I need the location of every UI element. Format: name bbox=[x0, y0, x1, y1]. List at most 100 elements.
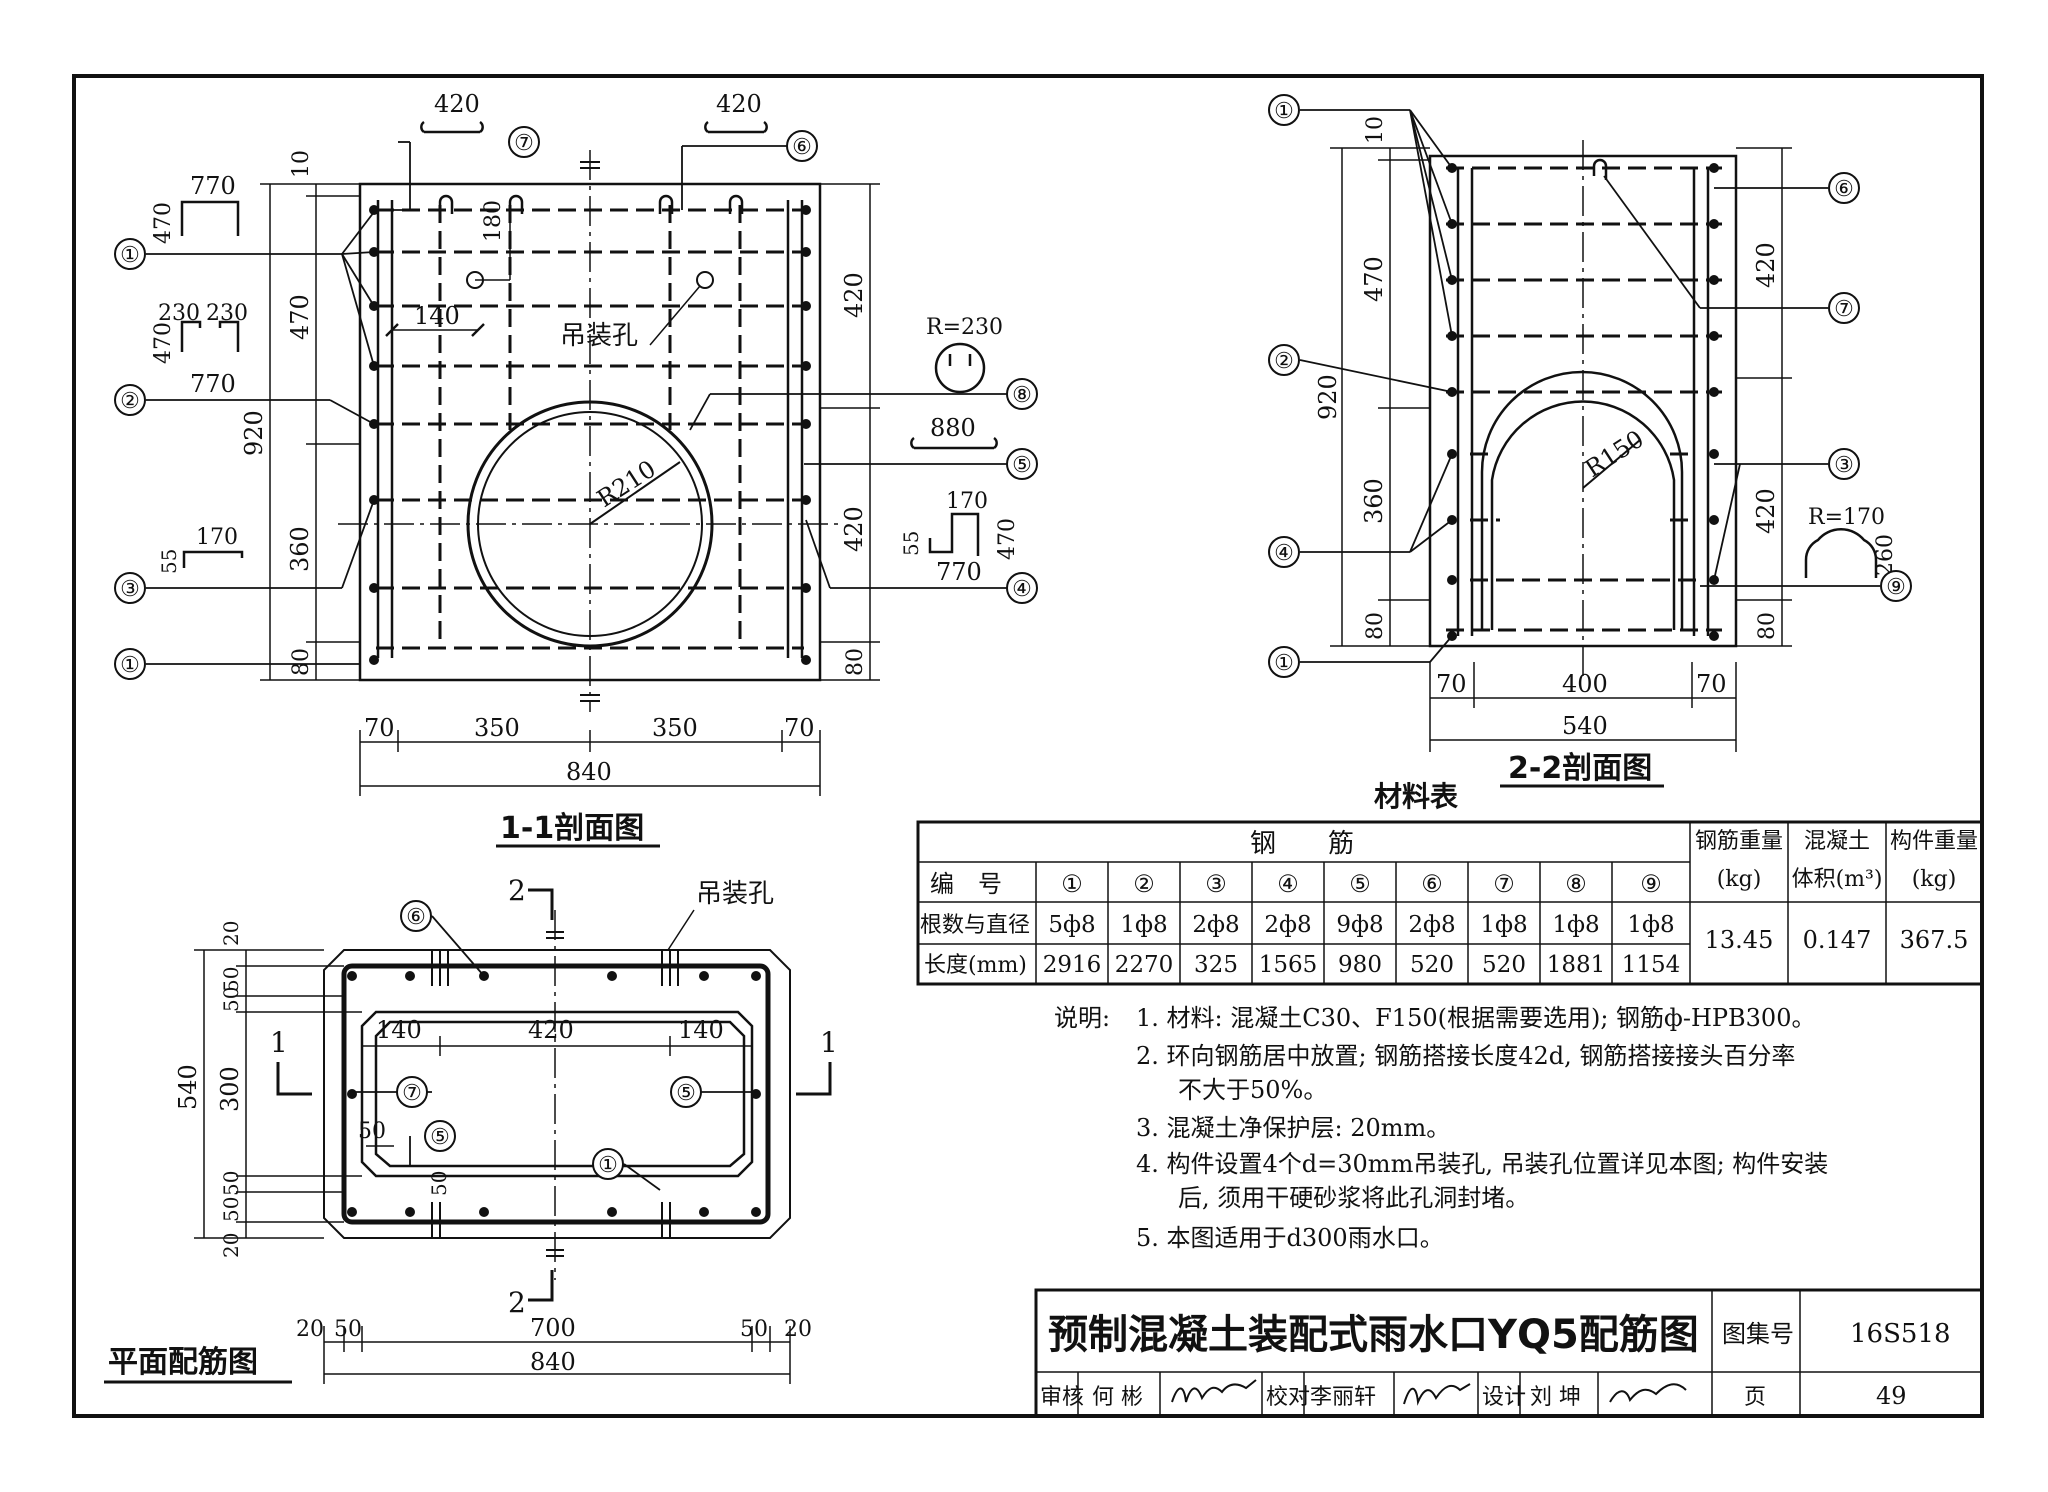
svg-text:②: ② bbox=[1274, 349, 1294, 374]
bar4-height: 55 bbox=[899, 531, 923, 556]
svg-text:9ф8: 9ф8 bbox=[1336, 912, 1383, 938]
bar3-height: 55 bbox=[157, 549, 181, 574]
dim-70-right: 70 bbox=[784, 714, 815, 742]
rebar-dots-1-1 bbox=[369, 205, 811, 665]
materials-title: 材料表 bbox=[1374, 780, 1458, 813]
hoist-hole bbox=[696, 271, 714, 289]
plan-dim-700: 700 bbox=[530, 1314, 576, 1342]
designer-signature bbox=[1609, 1383, 1687, 1403]
plan-dim-20-bot: 20 bbox=[219, 1233, 243, 1258]
bar9-radius: R=170 bbox=[1808, 505, 1885, 530]
member-weight-header: 构件重量 bbox=[1890, 829, 1978, 854]
svg-text:⑦: ⑦ bbox=[402, 1081, 422, 1106]
plan-dim-50-bot-a: 50 bbox=[219, 1171, 243, 1196]
note-line: 1. 材料: 混凝土C30、F150(根据需要选用); 钢筋ф-HPB300。 bbox=[1136, 1004, 1815, 1032]
plan-outline bbox=[323, 949, 791, 1239]
callout-bubble: ① bbox=[1268, 94, 1300, 126]
callout-bubble: ① bbox=[114, 648, 146, 680]
svg-text:①: ① bbox=[1274, 651, 1294, 676]
dim-400-s2: 400 bbox=[1562, 670, 1608, 698]
svg-text:⑥: ⑥ bbox=[1834, 177, 1854, 202]
hoist-label-1-1: 吊装孔 bbox=[560, 321, 638, 351]
plan-dim-50-bot-b: 50 bbox=[219, 1197, 243, 1222]
checker-name: 李丽轩 bbox=[1310, 1385, 1376, 1410]
bar4-a: 170 bbox=[946, 489, 988, 514]
callout-bubble: ⑤ bbox=[1006, 448, 1038, 480]
plan-dim-50-right: 50 bbox=[740, 1317, 768, 1342]
svg-text:2ф8: 2ф8 bbox=[1192, 912, 1239, 938]
bar4-width: 770 bbox=[936, 558, 982, 586]
dim-420-s2-lower: 420 bbox=[1752, 488, 1780, 534]
plan-dim-20-top: 20 bbox=[219, 921, 243, 946]
atlas-number: 16S518 bbox=[1850, 1319, 1951, 1349]
svg-text:①: ① bbox=[598, 1153, 618, 1178]
callout-bubble: ① bbox=[114, 238, 146, 270]
row-label-length: 长度(mm) bbox=[924, 953, 1027, 978]
svg-text:980: 980 bbox=[1338, 952, 1382, 978]
svg-text:⑨: ⑨ bbox=[1886, 575, 1906, 600]
dim-70-left: 70 bbox=[364, 714, 395, 742]
plan-dim-20-left: 20 bbox=[296, 1317, 324, 1342]
callout-bubble: ① bbox=[1268, 646, 1300, 678]
dim-80: 80 bbox=[289, 648, 314, 676]
plan-dim-140-left: 140 bbox=[376, 1016, 422, 1044]
svg-text:2ф8: 2ф8 bbox=[1408, 912, 1455, 938]
bar4-b: 470 bbox=[995, 518, 1020, 560]
svg-text:⑥: ⑥ bbox=[1421, 870, 1443, 898]
svg-text:2916: 2916 bbox=[1043, 952, 1102, 978]
note-line: 不大于50%。 bbox=[1178, 1076, 1327, 1104]
bar7-length: 420 bbox=[434, 90, 480, 118]
callouts-2-2: ① ② ④ ① ⑥ ⑦ ③ ⑨ bbox=[1268, 94, 1912, 678]
svg-text:⑦: ⑦ bbox=[1493, 870, 1515, 898]
callout-bubble: ② bbox=[1268, 344, 1300, 376]
plan-dim-140-right: 140 bbox=[678, 1016, 724, 1044]
section-1-1: R210 吊装孔 140 180 10 470 920 bbox=[114, 90, 1038, 848]
bar8-radius: R=230 bbox=[926, 315, 1003, 340]
plan-dim-540: 540 bbox=[174, 1064, 202, 1110]
bar5-length: 880 bbox=[930, 414, 976, 442]
svg-text:⑧: ⑧ bbox=[1012, 383, 1032, 408]
svg-text:1ф8: 1ф8 bbox=[1480, 912, 1527, 938]
reviewer-label: 审核 bbox=[1040, 1385, 1084, 1410]
dim-360: 360 bbox=[286, 526, 314, 572]
steel-weight-header: 钢筋重量 bbox=[1695, 829, 1783, 854]
dim-540-s2: 540 bbox=[1562, 712, 1608, 740]
callout-bubble: ⑨ bbox=[1880, 570, 1912, 602]
dim-80-right: 80 bbox=[843, 648, 868, 676]
dim-470-s2: 470 bbox=[1360, 256, 1388, 302]
checker-label: 校对 bbox=[1266, 1385, 1310, 1410]
bar3-width: 170 bbox=[196, 525, 238, 550]
callout-bubble: ⑦ bbox=[1828, 292, 1860, 324]
svg-text:1ф8: 1ф8 bbox=[1120, 912, 1167, 938]
callouts-1-1: ① ② ③ ① ⑦ ⑥ ⑧ ⑤ ④ bbox=[114, 126, 1038, 680]
callout-bubble: ⑥ bbox=[786, 130, 818, 162]
steel-group-header: 钢 筋 bbox=[1250, 829, 1354, 859]
concrete-volume-value: 0.147 bbox=[1803, 926, 1872, 954]
callout-bubble: ② bbox=[114, 384, 146, 416]
section-mark-1-left: 1 bbox=[270, 1026, 288, 1059]
callouts-plan: ⑥ ⑦ ⑤ ⑤ ① bbox=[396, 900, 702, 1180]
plan-dim-50-top-b: 50 bbox=[219, 987, 243, 1012]
bar2-width: 770 bbox=[190, 370, 236, 398]
svg-text:1881: 1881 bbox=[1547, 952, 1606, 978]
svg-text:③: ③ bbox=[1205, 870, 1227, 898]
svg-text:520: 520 bbox=[1410, 952, 1454, 978]
callout-bubble: ① bbox=[592, 1148, 624, 1180]
dim-80-s2-right: 80 bbox=[1755, 612, 1780, 640]
svg-text:520: 520 bbox=[1482, 952, 1526, 978]
svg-text:⑥: ⑥ bbox=[406, 905, 426, 930]
dim-840: 840 bbox=[566, 758, 612, 786]
designer-name: 刘 坤 bbox=[1530, 1385, 1581, 1410]
plan-dim-300: 300 bbox=[216, 1066, 244, 1112]
section-mark-2-top: 2 bbox=[508, 874, 526, 907]
dim-140: 140 bbox=[414, 302, 460, 330]
notes: 说明: 1. 材料: 混凝土C30、F150(根据需要选用); 钢筋ф-HPB3… bbox=[1054, 1004, 1828, 1252]
checker-signature bbox=[1403, 1383, 1471, 1406]
dim-10-s2: 10 bbox=[1363, 116, 1388, 144]
svg-text:⑨: ⑨ bbox=[1640, 870, 1662, 898]
note-line: 5. 本图适用于d300雨水口。 bbox=[1136, 1224, 1444, 1252]
svg-text:325: 325 bbox=[1194, 952, 1238, 978]
callout-bubble: ③ bbox=[114, 572, 146, 604]
